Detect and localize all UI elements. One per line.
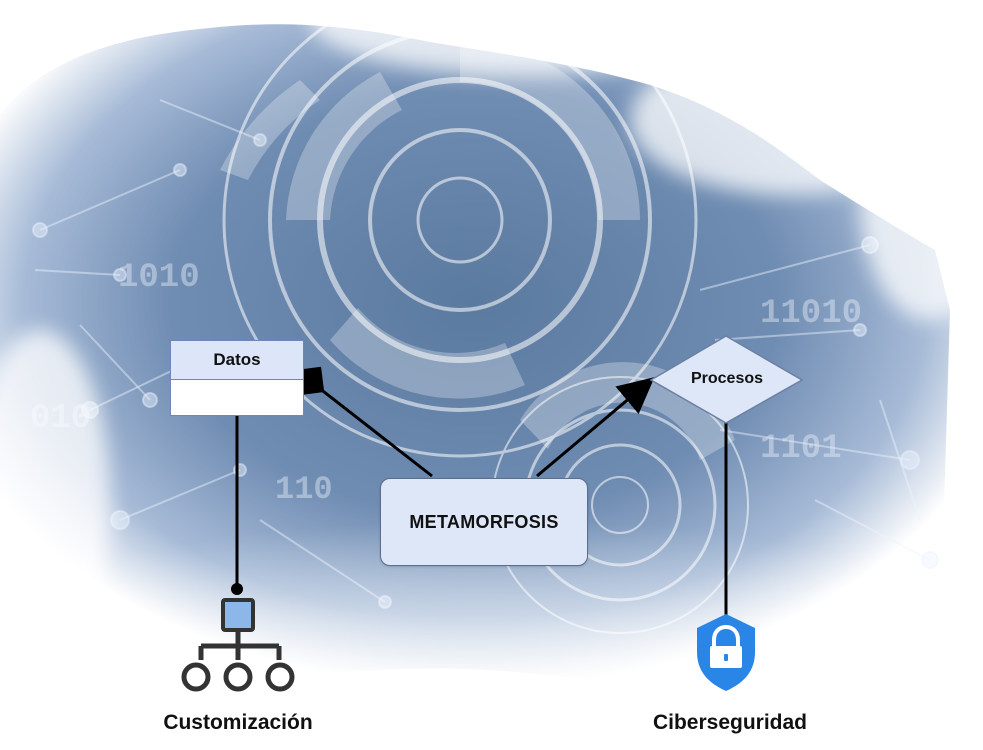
- datos-line-end-dot: [231, 583, 243, 595]
- datos-label: Datos: [213, 350, 261, 369]
- customizacion-label-container: Customización: [118, 708, 358, 738]
- customizacion-label: Customización: [163, 711, 313, 734]
- procesos-label: Procesos: [690, 370, 764, 387]
- binary-text-right-top: 11010: [760, 295, 862, 333]
- shield-lock-icon: [697, 614, 755, 691]
- binary-text-left-top: 1010: [118, 259, 200, 297]
- hierarchy-icon: [181, 598, 295, 692]
- datos-entity-header: Datos: [171, 341, 303, 380]
- metamorfosis-to-datos-arrow: [295, 366, 433, 478]
- datos-entity-box: Datos: [170, 340, 304, 416]
- procesos-label-container: Procesos: [652, 364, 802, 394]
- ciberseguridad-label: Ciberseguridad: [652, 711, 808, 734]
- ciberseguridad-label-container: Ciberseguridad: [600, 708, 860, 738]
- procesos-diamond: [649, 335, 804, 424]
- metamorfosis-label: METAMORFOSIS: [409, 511, 559, 532]
- metamorfosis-box: METAMORFOSIS: [380, 478, 588, 566]
- metamorfosis-to-procesos-arrow: [536, 377, 655, 478]
